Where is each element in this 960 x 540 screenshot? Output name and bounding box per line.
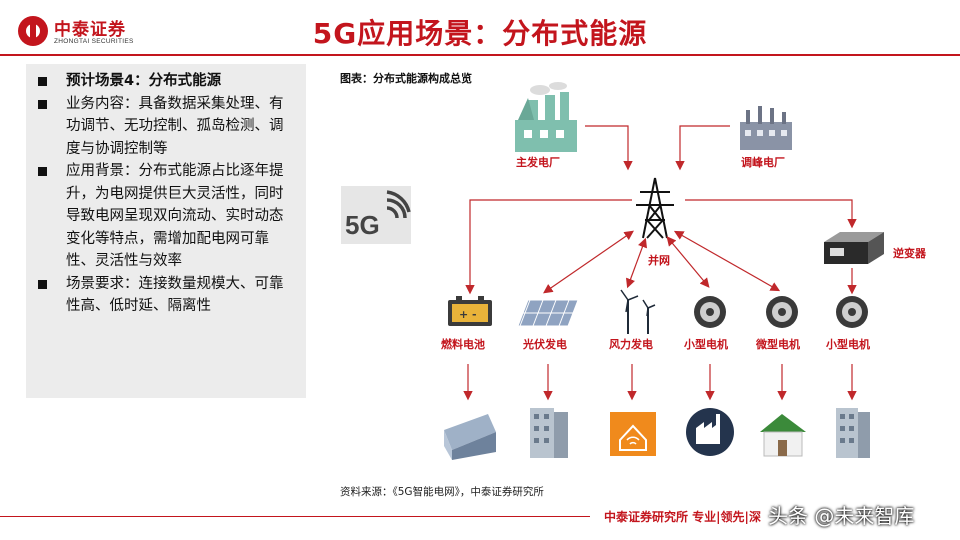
title-divider [0, 54, 960, 56]
apartment-building-icon [530, 408, 568, 458]
logo-chinese-name: 中泰证券 [54, 20, 126, 40]
micro-generator-icon [766, 296, 798, 328]
fuel-cell-label: 燃料电池 [440, 337, 485, 351]
source-note: 资料来源：《5G智能电网》，中泰证券研究所 [340, 486, 544, 498]
footer-tagline: 中泰证券研究所 专业|领先|深 [604, 510, 761, 524]
transmission-tower-icon [636, 177, 674, 239]
slide-title: 5G应用场景：分布式能源 [312, 17, 648, 50]
main-power-plant-icon [515, 82, 577, 152]
svg-text:+ -: + - [459, 308, 477, 321]
5g-badge-text: 5G [345, 210, 380, 240]
footer-divider [0, 516, 590, 517]
peak-plant-label: 调峰电厂 [741, 155, 785, 169]
company-logo: 中泰证券 ZHONGTAI SECURITIES [18, 14, 148, 52]
watermark-text: 头条 @未来智库 [768, 504, 915, 528]
bullet-text: 业务内容：具备数据采集处理、有功调节、无功控制、孤岛检测、调度与协调控制等 [66, 95, 284, 157]
fuel-cell-battery-icon: + - [448, 296, 492, 326]
smart-home-icon [610, 412, 656, 456]
small-generator-label: 小型电机 [683, 337, 728, 351]
bullet-square-icon [38, 279, 47, 289]
logo-mark-icon [18, 16, 48, 46]
wind-label: 风力发电 [609, 337, 653, 351]
scenario-bullet-list: 预计场景4：分布式能源 业务内容：具备数据采集处理、有功调节、无功控制、孤岛检测… [26, 64, 306, 318]
bullet-square-icon [38, 77, 47, 86]
bullet-text: 场景要求：连接数量规模大、可靠性高、低时延、隔离性 [66, 275, 284, 315]
wind-turbine-icon [620, 289, 656, 334]
scenario-panel: 预计场景4：分布式能源 业务内容：具备数据采集处理、有功调节、无功控制、孤岛检测… [26, 64, 306, 398]
logo-english-name: ZHONGTAI SECURITIES [54, 38, 134, 45]
5g-signal-icon: 5G [341, 186, 411, 244]
inverter-label: 逆变器 [893, 246, 927, 260]
small-generator-label-2: 小型电机 [825, 337, 870, 351]
inverter-icon [824, 232, 884, 264]
solar-panel-icon [517, 299, 579, 327]
bullet-text: 预计场景4：分布式能源 [66, 73, 222, 89]
solar-label: 光伏发电 [522, 337, 567, 351]
bullet-square-icon [38, 167, 47, 176]
micro-generator-label: 微型电机 [755, 337, 800, 351]
peak-plant-icon [740, 106, 792, 150]
bullet-business: 业务内容：具备数据采集处理、有功调节、无功控制、孤岛检测、调度与协调控制等 [38, 93, 296, 161]
bullet-requirements: 场景要求：连接数量规模大、可靠性高、低时延、隔离性 [38, 273, 296, 318]
grid-connection-label: 并网 [648, 253, 670, 267]
figure-title: 图表：分布式能源构成总览 [340, 72, 472, 85]
bullet-scenario: 预计场景4：分布式能源 [38, 70, 296, 93]
small-generator-icon [694, 296, 726, 328]
bullet-background: 应用背景：分布式能源占比逐年提升，为电网提供巨大灵活性，同时导致电网呈现双向流动… [38, 160, 296, 273]
bullet-text: 应用背景：分布式能源占比逐年提升，为电网提供巨大灵活性，同时导致电网呈现双向流动… [66, 163, 284, 269]
bullet-square-icon [38, 99, 47, 109]
office-building-icon [444, 414, 496, 460]
apartment-building-icon-2 [836, 408, 870, 458]
factory-icon [686, 408, 734, 456]
house-icon [760, 414, 806, 457]
main-plant-label: 主发电厂 [516, 155, 560, 169]
small-generator-icon [836, 296, 868, 328]
